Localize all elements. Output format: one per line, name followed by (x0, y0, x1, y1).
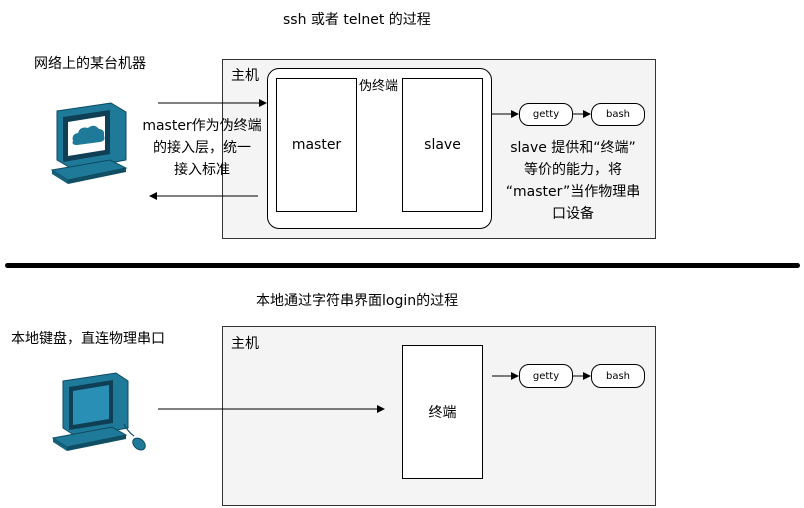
bottom-getty-box: getty (519, 364, 573, 388)
master-note-line: 接入标准 (174, 162, 230, 178)
network-machine-label: 网络上的某台机器 (34, 56, 146, 72)
terminal-box: 终端 (402, 345, 483, 479)
pseudo-terminal-label: 伪终端 (359, 79, 399, 94)
bottom-host-label: 主机 (231, 336, 259, 352)
bottom-title: 本地通过字符串界面login的过程 (256, 293, 459, 309)
master-label: master (291, 137, 342, 153)
top-getty-label: getty (532, 109, 560, 120)
bottom-bash-label: bash (605, 370, 631, 382)
slave-label: slave (424, 137, 461, 153)
top-host-label: 主机 (231, 68, 259, 84)
slave-note-line: slave 提供和“终端” (510, 140, 636, 156)
top-title: ssh 或者 telnet 的过程 (283, 12, 431, 28)
bottom-bash-box: bash (591, 364, 645, 388)
bottom-getty-label: getty (532, 370, 560, 382)
section-divider (5, 263, 800, 268)
local-keyboard-label: 本地键盘，直连物理串口 (11, 331, 165, 347)
top-bash-label: bash (605, 109, 631, 120)
slave-note: slave 提供和“终端” 等价的能力，将 “master”当作物理串 口设备 (494, 137, 652, 225)
master-note: master作为伪终端 的接入层，统一 接入标准 (132, 115, 272, 181)
master-note-line: 的接入层，统一 (153, 140, 251, 156)
master-note-line: master作为伪终端 (142, 118, 262, 134)
slave-note-line: “master”当作物理串 (505, 184, 641, 200)
top-bash-box: bash (591, 103, 645, 126)
slave-box: slave (402, 78, 483, 212)
slave-note-line: 口设备 (552, 206, 594, 222)
top-getty-box: getty (519, 103, 573, 126)
master-box: master (276, 78, 357, 212)
slave-note-line: 等价的能力，将 (524, 162, 622, 178)
terminal-label: 终端 (428, 405, 457, 421)
